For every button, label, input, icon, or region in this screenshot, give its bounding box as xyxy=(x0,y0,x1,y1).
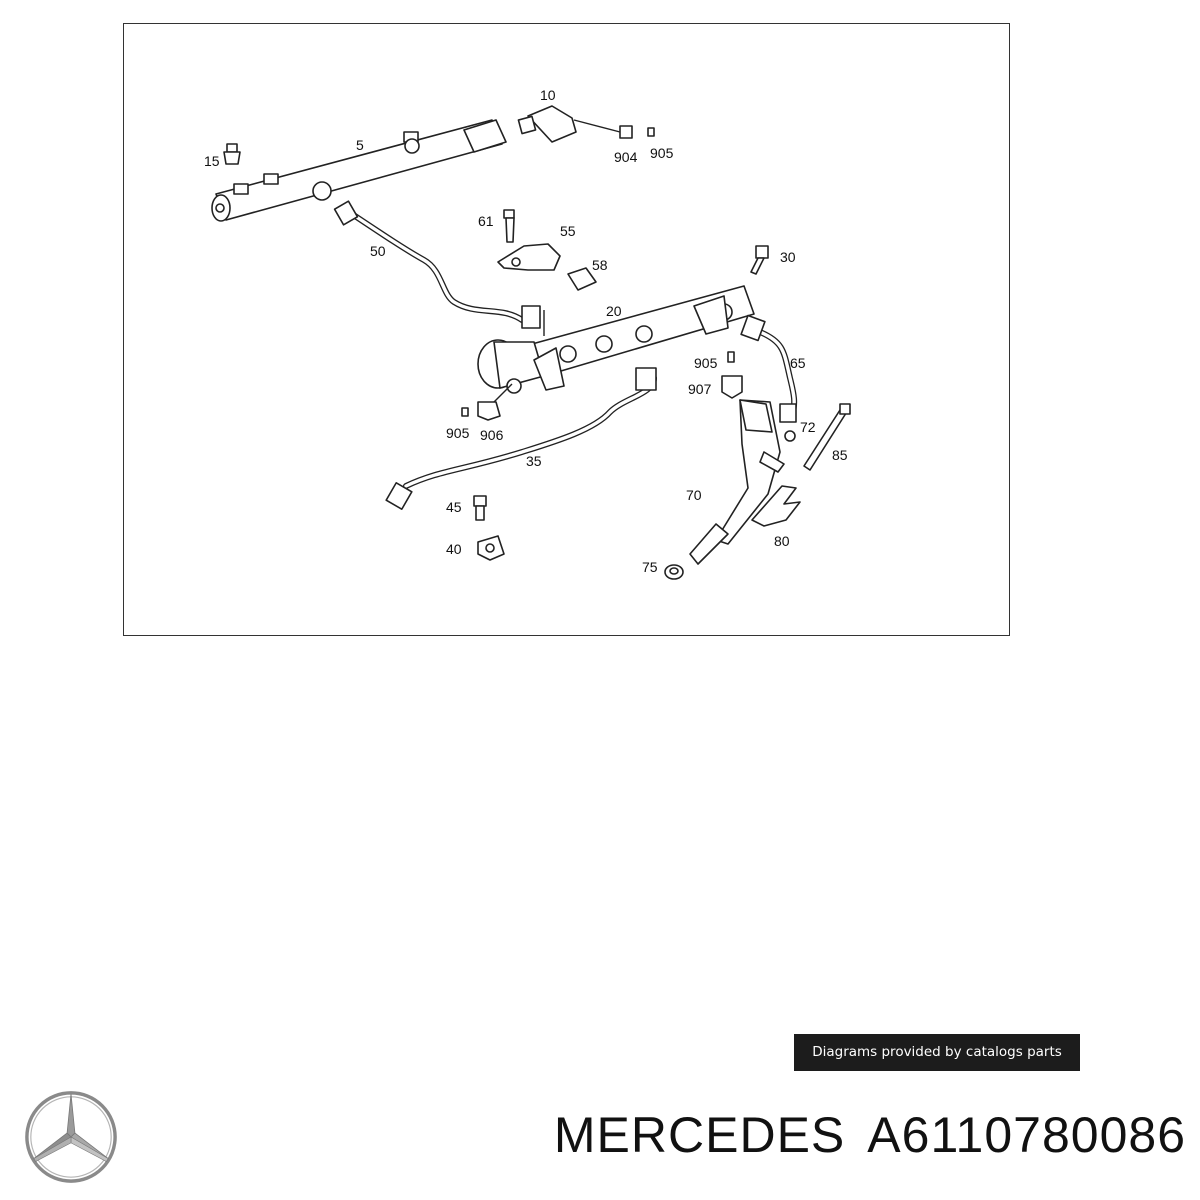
callout-5: 5 xyxy=(356,137,364,153)
callout-85: 85 xyxy=(832,447,848,463)
callout-905-mid: 905 xyxy=(694,355,718,371)
washer-75 xyxy=(664,564,684,580)
callout-75: 75 xyxy=(642,559,658,575)
parts-diagram-frame: 5 10 15 904 905 61 55 58 50 30 20 905 65… xyxy=(123,23,1010,636)
seal-72 xyxy=(784,430,796,442)
bolt-85 xyxy=(803,403,851,471)
callout-45: 45 xyxy=(446,499,462,515)
callout-55: 55 xyxy=(560,223,576,239)
callout-70: 70 xyxy=(686,487,702,503)
callout-907: 907 xyxy=(688,381,712,397)
callout-15: 15 xyxy=(204,153,220,169)
bolt-30 xyxy=(750,245,769,275)
callout-906: 906 xyxy=(480,427,504,443)
brand-name: MERCEDES xyxy=(553,1107,846,1163)
callout-58: 58 xyxy=(592,257,608,273)
callout-65: 65 xyxy=(790,355,806,371)
callout-35: 35 xyxy=(526,453,542,469)
pressure-sensor-10 xyxy=(517,105,655,143)
callout-10: 10 xyxy=(540,87,556,103)
parts-diagram: 5 10 15 904 905 61 55 58 50 30 20 905 65… xyxy=(204,87,851,580)
clamp-40 xyxy=(477,535,505,561)
pipe-65 xyxy=(740,314,798,423)
connector-906 xyxy=(461,383,513,421)
fuel-rail-5 xyxy=(211,119,507,222)
fuel-rail-20 xyxy=(477,285,755,394)
callout-40: 40 xyxy=(446,541,462,557)
callout-20: 20 xyxy=(606,303,622,319)
connector-907 xyxy=(721,351,743,399)
callout-61: 61 xyxy=(478,213,494,229)
bracket-55 xyxy=(497,209,597,291)
part-number: A6110780086 xyxy=(867,1107,1186,1163)
callout-72: 72 xyxy=(800,419,816,435)
diagram-credit-badge: Diagrams provided by catalogs parts xyxy=(794,1034,1080,1071)
callout-30: 30 xyxy=(780,249,796,265)
bolt-15 xyxy=(223,143,241,165)
callout-50: 50 xyxy=(370,243,386,259)
callout-905-top: 905 xyxy=(650,145,674,161)
injector-70 xyxy=(689,399,785,565)
mercedes-star-logo-icon xyxy=(25,1091,117,1183)
callout-80: 80 xyxy=(774,533,790,549)
pipe-50 xyxy=(333,200,541,329)
callout-905-left: 905 xyxy=(446,425,470,441)
clamp-80 xyxy=(751,485,801,527)
bolt-45 xyxy=(473,495,487,521)
part-title: MERCEDES A6110780086 xyxy=(554,1106,1186,1164)
callout-904: 904 xyxy=(614,149,638,165)
pipe-35 xyxy=(385,367,657,510)
